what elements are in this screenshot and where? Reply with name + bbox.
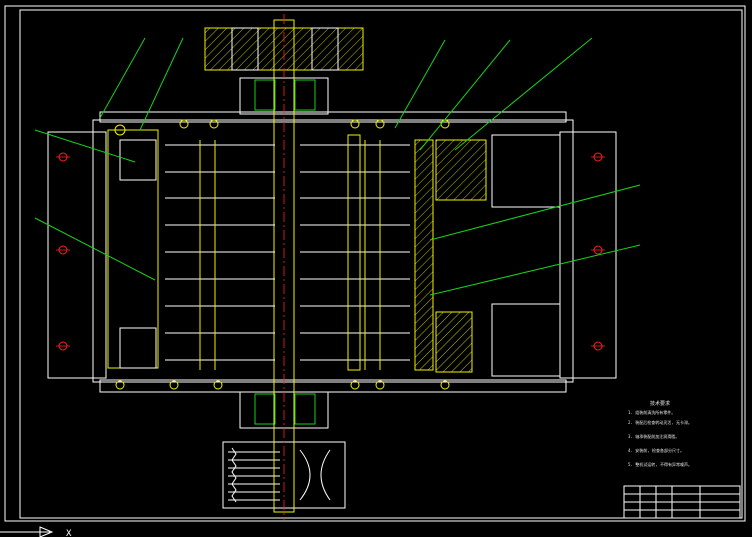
outer-frame bbox=[4, 5, 746, 522]
ucs-axis-icon[interactable]: X bbox=[0, 526, 72, 537]
technical-notes: 技术要求 1. 组装前清洗所有零件。 2. 装配后检查转动灵活, 无卡滞。 3.… bbox=[628, 400, 692, 467]
bolt-holes bbox=[56, 152, 605, 351]
notes-title: 技术要求 bbox=[650, 400, 670, 407]
main-shaft bbox=[273, 14, 295, 520]
note-item-4: 4. 安装前, 检查各部分尺寸。 bbox=[628, 447, 684, 453]
note-item-3: 3. 轴承装配前加注润滑脂。 bbox=[628, 433, 679, 439]
rotor-disks bbox=[165, 134, 410, 371]
left-end-plate bbox=[47, 131, 107, 379]
title-block bbox=[623, 485, 741, 519]
note-item-1: 1. 组装前清洗所有零件。 bbox=[628, 409, 675, 415]
leader-lines bbox=[34, 37, 641, 296]
right-end-plate bbox=[559, 131, 617, 379]
note-item-5: 5. 整机试运转, 不得有异常噪声。 bbox=[628, 461, 692, 467]
inner-frame bbox=[19, 9, 743, 519]
fastener-bolts bbox=[114, 119, 450, 390]
ucs-x-label: X bbox=[66, 529, 72, 537]
right-liner bbox=[414, 139, 487, 373]
note-item-2: 2. 装配后检查转动灵活, 无卡滞。 bbox=[628, 419, 692, 425]
